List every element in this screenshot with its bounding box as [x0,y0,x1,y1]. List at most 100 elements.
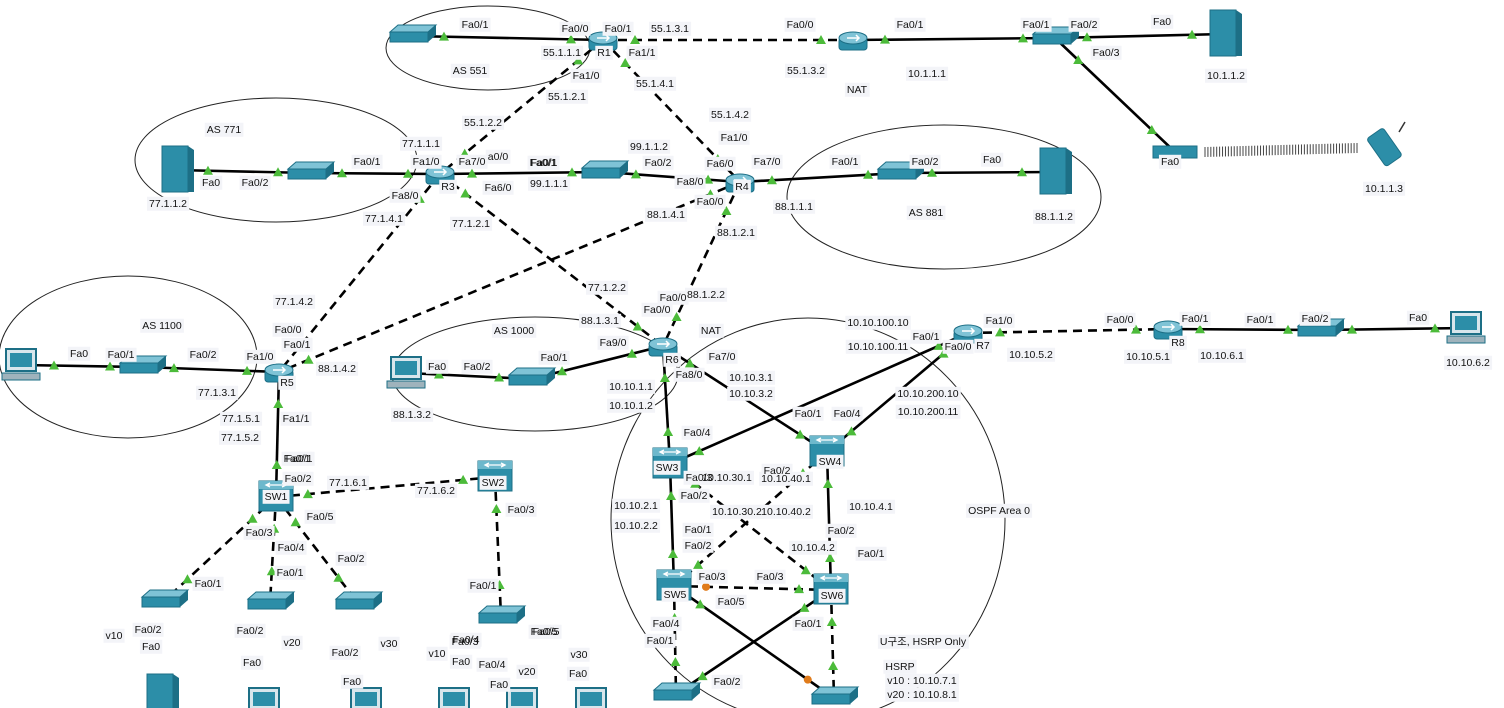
port-up-indicator [557,366,568,376]
router-arrow-icon [273,366,287,374]
diagram-label: Fa0/1 [531,157,558,169]
label-background [239,175,271,190]
port-up-indicator [1131,324,1142,334]
diagram-label: 99.1.1.1 [530,178,568,190]
device-srv-10-1-1-2[interactable] [1209,9,1242,57]
diagram-label: Fa8/0 [677,176,704,188]
router-arrow-icon [434,168,448,176]
label-background [450,63,490,78]
label-background [389,188,421,203]
port-up-indicator [271,460,282,470]
arrows-icon [662,571,686,577]
device-pc-v30-b[interactable] [572,687,610,708]
server-icon [161,145,189,193]
switch-icon-front [141,596,181,608]
port-up-indicator [800,565,811,575]
label-background [663,352,681,367]
diagram-label: Fa0/1 [277,567,304,579]
port-up-indicator [697,671,708,681]
label-background [410,154,442,169]
diagram-label: 10.10.100.10 [847,317,908,329]
device-pc-v10-b[interactable] [435,687,473,708]
diagram-label: Fa0/1 [913,331,940,343]
device-R3[interactable] [425,165,455,185]
device-srv-88-1-1-2[interactable] [1039,147,1072,195]
label-background [906,66,949,81]
label-background [586,280,629,295]
device-sw-as771[interactable] [286,161,336,180]
label-background [579,313,622,328]
diagram-label: 88.1.1.1 [775,201,813,213]
label-background [784,17,816,32]
diagram-label: Fa0 [428,361,446,373]
label-background [711,674,743,689]
switch-icon [580,160,630,169]
label-background [895,386,961,401]
port-up-indicator [671,312,682,322]
device-pc-88-1-3-2[interactable] [386,356,426,389]
diagram-label: Fa0/2 [828,525,855,537]
label-background [528,155,560,170]
label-background [910,329,942,344]
switch-icon [388,24,438,33]
link-SW3-SW5 [668,463,676,587]
device-pc-v20-b[interactable] [503,687,541,708]
label-background [754,569,786,584]
device-sw-ospf-a[interactable] [652,682,702,701]
pc-base-icon [1,372,41,381]
label-background [327,475,370,490]
link-R4-sw-as881 [739,171,901,184]
device-sw-ospf-b[interactable] [810,686,860,705]
port-up-indicator [466,168,477,178]
link-SW1-sw1-a [163,496,277,602]
device-pc-v20-a[interactable] [245,687,283,708]
diagram-label: Fa0 [243,657,261,669]
device-sw2-a[interactable] [477,605,527,624]
diagram-label: 55.1.3.2 [787,65,825,77]
label-background [845,315,911,330]
device-pc-v10-a[interactable] [146,673,179,708]
device-sw-as1000[interactable] [507,367,557,386]
device-sw-as551[interactable] [388,24,438,43]
label-background [485,149,511,164]
switch-icon [507,367,557,376]
port-up-indicator [684,358,695,368]
port-up-indicator [695,599,706,609]
device-sw1-a[interactable] [140,589,190,608]
label-background [628,139,671,154]
diagram-label: 10.10.6.2 [1446,357,1490,369]
device-sw1-c[interactable] [334,591,384,610]
device-tablet[interactable] [1366,121,1406,167]
diagram-label: Fa0/2 [681,490,708,502]
diagram-label: 77.1.6.1 [329,477,367,489]
pc-screen-icon [395,361,417,375]
device-pc-10-10-6-2[interactable] [1446,311,1486,344]
port-up-indicator [863,169,874,179]
diagram-label: Fa0/5 [307,511,334,523]
device-pc-77-1-3-2[interactable] [1,348,41,381]
label-background [727,386,776,401]
diagram-label: R1 [597,47,611,59]
diagram-label: Fa0/1 [897,19,924,31]
port-up-indicator [566,34,577,44]
diagram-label: R7 [976,340,990,352]
label-background [678,488,710,503]
label-background [847,499,896,514]
device-R2[interactable] [838,31,868,51]
device-sw-r3r4[interactable] [580,160,630,179]
device-sw1-b[interactable] [246,591,296,610]
port-up-indicator [242,365,253,375]
label-background [568,647,590,662]
link-R8-sw-r8lan [1167,327,1321,332]
label-background [482,180,514,195]
server-icon [1039,147,1067,195]
port-up-indicator [666,490,677,500]
device-srv-77-1-1-2[interactable] [161,145,194,193]
link-sw-as881-srv-88-1-1-2 [899,170,1055,175]
diagram-label: 10.10.30.2 [712,506,762,518]
device-pc-v30-a[interactable] [347,687,385,708]
link-R3-sw-r3r4 [439,170,605,176]
label-background [476,657,508,672]
label-background [685,287,728,302]
switch-icon-front [1297,325,1337,337]
